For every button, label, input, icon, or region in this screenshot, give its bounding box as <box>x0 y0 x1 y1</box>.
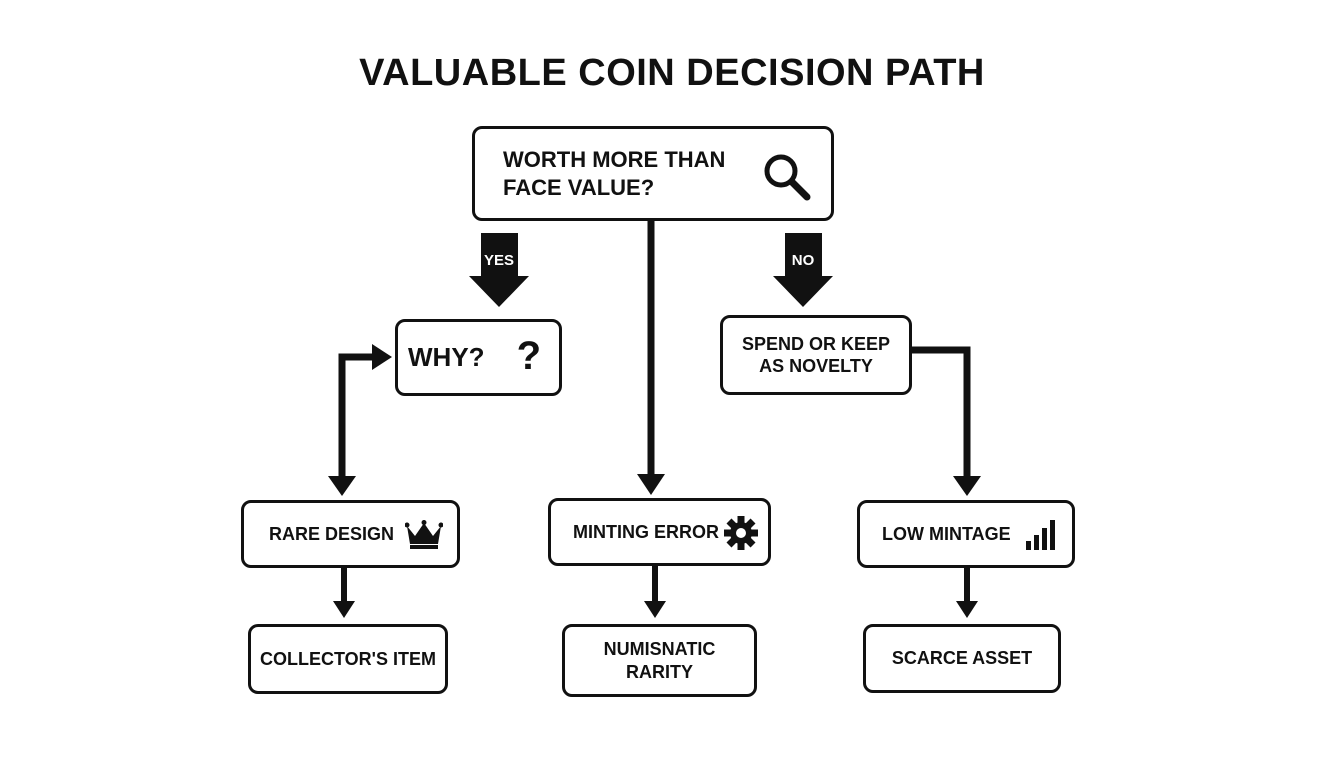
gear-icon <box>724 516 758 550</box>
node-minting-error: MINTING ERROR <box>548 498 771 566</box>
node-minting-error-label: MINTING ERROR <box>573 521 719 542</box>
node-rare-design-label: RARE DESIGN <box>269 523 395 544</box>
yes-arrow <box>469 233 529 307</box>
yes-branch-label: YES <box>483 252 514 269</box>
crown-icon <box>405 520 443 550</box>
magnifying-glass-icon <box>761 151 813 203</box>
no-arrow <box>773 233 833 307</box>
node-numismatic-rarity: NUMISNATIC RARITY <box>562 624 757 697</box>
question-mark-icon: ? <box>516 334 541 378</box>
node-why-label: WHY? <box>408 342 485 373</box>
connector-low-mintage-to-scarce-asset <box>956 568 978 618</box>
node-root-question: WORTH MORE THAN FACE VALUE? <box>472 126 834 221</box>
node-numismatic-rarity-label: NUMISNATIC RARITY <box>603 639 716 682</box>
no-branch-label: NO <box>791 252 815 269</box>
node-spend-or-keep-label: SPEND OR KEEP AS NOVELTY <box>741 333 891 377</box>
node-collectors-item: COLLECTOR'S ITEM <box>248 624 448 694</box>
bar-chart-icon <box>1025 519 1057 551</box>
node-spend-or-keep: SPEND OR KEEP AS NOVELTY <box>720 315 912 395</box>
connector-spend-to-low-mintage <box>911 346 981 496</box>
connector-root-to-minting-error <box>637 221 665 495</box>
node-root-question-label: WORTH MORE THAN FACE VALUE? <box>503 147 726 200</box>
node-scarce-asset-label: SCARCE ASSET <box>891 648 1033 669</box>
diagram-title: VALUABLE COIN DECISION PATH <box>359 52 985 94</box>
connector-minting-error-to-numismatic-rarity <box>644 566 666 618</box>
node-low-mintage: LOW MINTAGE <box>857 500 1075 568</box>
node-scarce-asset: SCARCE ASSET <box>863 624 1061 693</box>
node-low-mintage-label: LOW MINTAGE <box>882 523 1011 544</box>
connector-why-to-rare-design <box>328 344 392 496</box>
node-rare-design: RARE DESIGN <box>241 500 460 568</box>
node-why: WHY? ? <box>395 319 562 396</box>
node-collectors-item-label: COLLECTOR'S ITEM <box>260 648 436 669</box>
connector-rare-design-to-collectors-item <box>333 568 355 618</box>
